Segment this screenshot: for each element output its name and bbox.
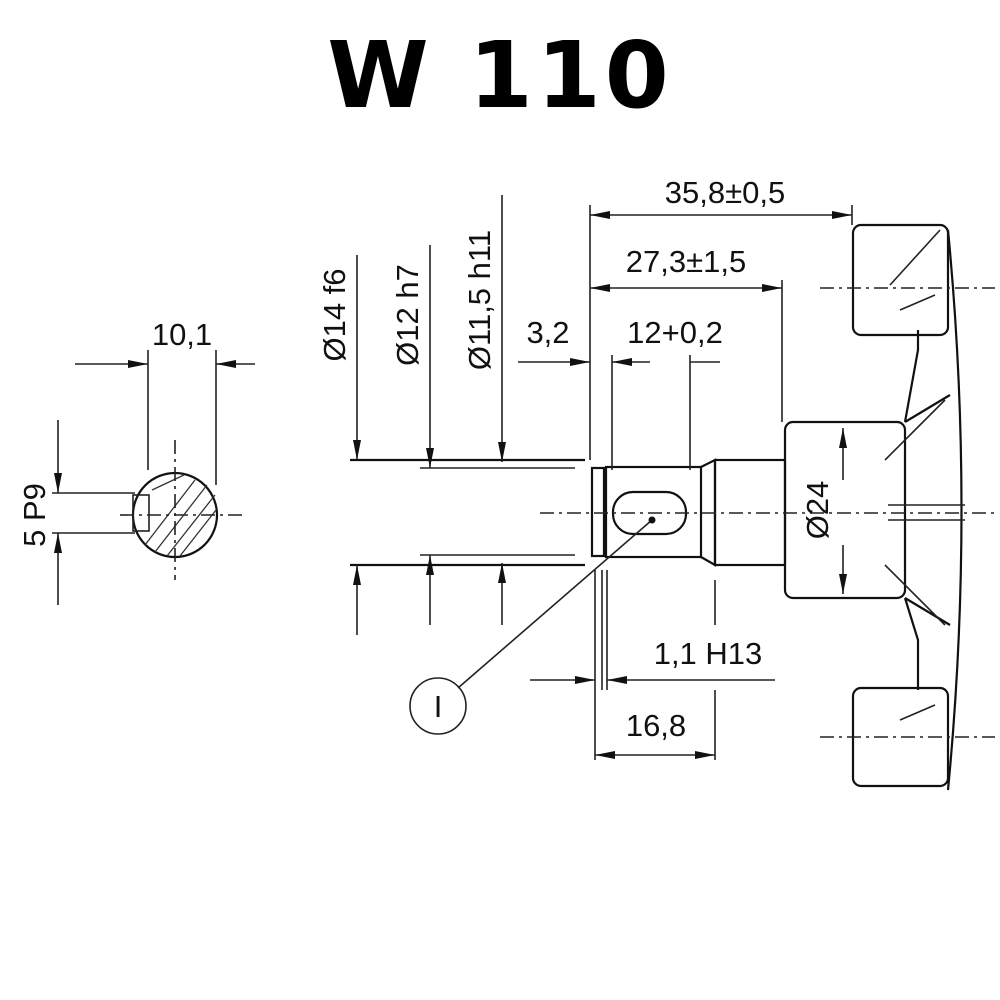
diameter-14-label: Ø14 f6	[317, 268, 352, 361]
detail-callout	[409, 677, 467, 735]
groove-width-label: 1,1 H13	[654, 636, 763, 671]
groove-to-neck-label: 16,8	[626, 708, 686, 743]
shaft-cross-section: 10,1 5 P9	[17, 317, 255, 605]
diameter-12-label: Ø12 h7	[390, 264, 425, 366]
slot-length-label: 12+0,2	[627, 315, 723, 350]
drawing-title: W 110	[327, 22, 673, 129]
detail-callout-label: I	[434, 689, 443, 724]
shaft-side-view: Ø14 f6 Ø12 h7 Ø11,5 h11 Ø24 35,8±0,5 27,…	[317, 175, 995, 791]
hub-length-label: 27,3±1,5	[626, 244, 746, 279]
key-dim-label: 5 P9	[17, 483, 52, 547]
hub-diameter-label: Ø24	[800, 481, 835, 540]
groove-offset-label: 3,2	[526, 315, 569, 350]
diameter-11-5-label: Ø11,5 h11	[462, 230, 497, 370]
overall-length-label: 35,8±0,5	[665, 175, 785, 210]
width-dim-label: 10,1	[152, 317, 212, 352]
